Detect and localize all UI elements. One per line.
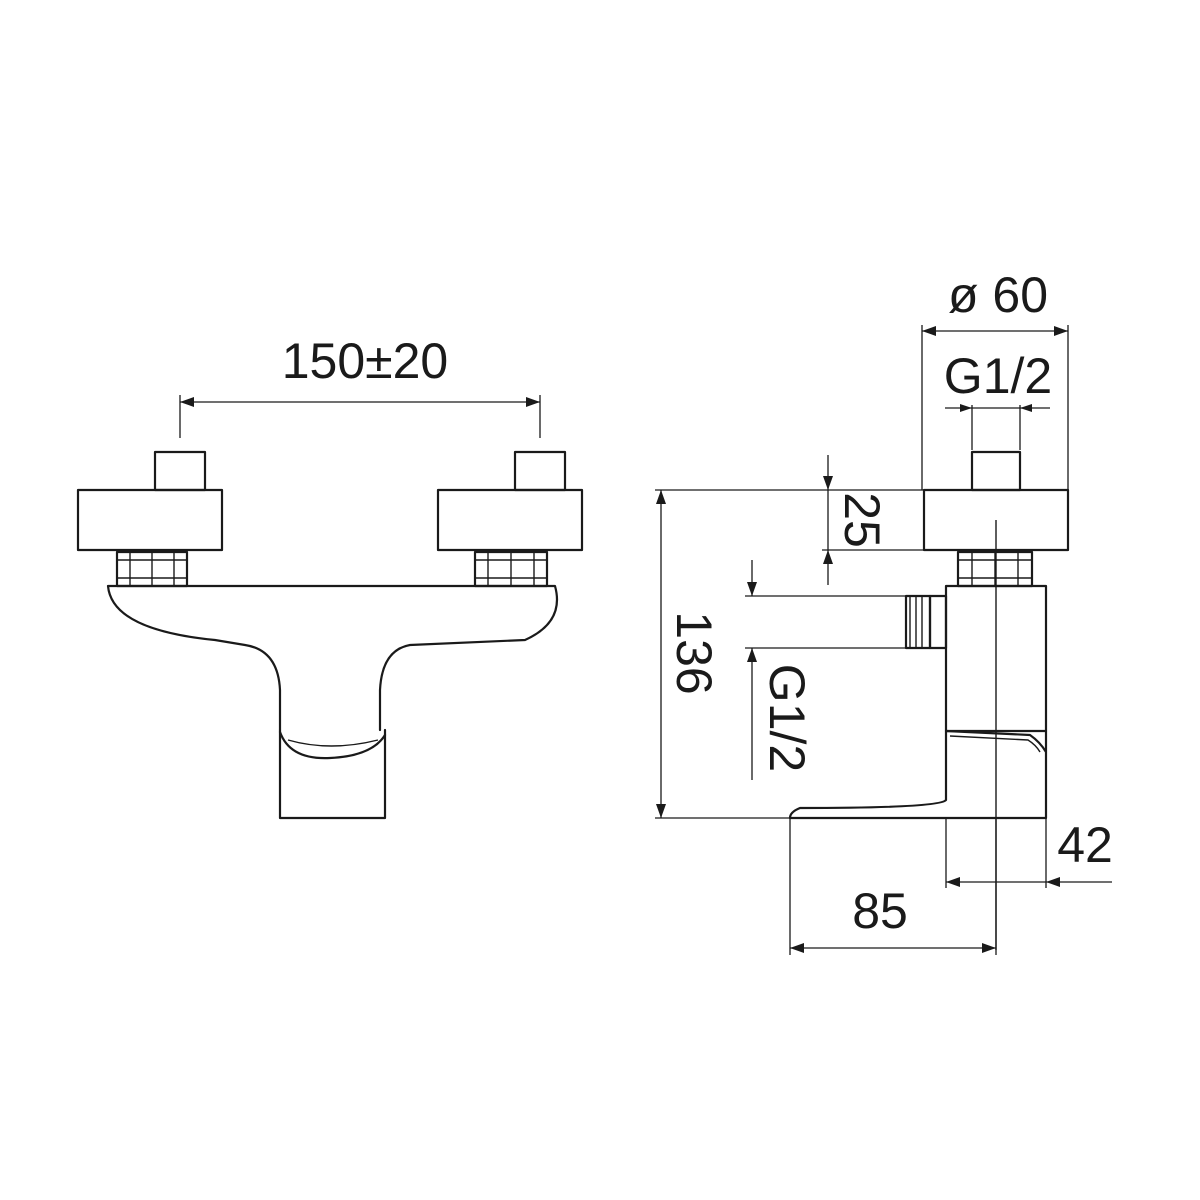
dimension-top-connection: G1/2 [944,348,1052,450]
label-wall-depth: 42 [1057,817,1113,873]
side-view: ø 60 G1/2 [655,267,1113,955]
label-center-distance: 150±20 [282,333,448,389]
side-body [944,584,1048,733]
front-view: 150±20 [76,333,584,820]
right-stem [513,450,567,492]
label-rosette-diameter: ø 60 [948,267,1048,323]
label-top-connection: G1/2 [944,348,1052,404]
spout [278,728,387,820]
dimension-wall-depth: 42 [945,817,1113,888]
label-side-connection: G1/2 [759,664,815,772]
side-stem [970,450,1022,492]
dimension-cap-height: 25 [822,455,924,585]
side-spout [788,729,1048,820]
label-spout-projection: 85 [852,883,908,939]
left-stem [153,450,207,492]
dimension-side-connection: G1/2 [745,560,906,780]
side-hex-nut [956,550,1034,588]
dimension-overall-height: 136 [655,489,924,819]
mixer-body [106,584,559,732]
side-inlet [904,594,948,650]
left-hex-nut [115,550,189,588]
side-spout-detail [949,735,1041,753]
label-cap-height: 25 [834,492,890,548]
right-handle [436,488,584,552]
dimension-center-distance: 150±20 [179,333,541,438]
left-handle [76,488,224,552]
dimension-spout-projection: 85 [789,818,997,955]
right-hex-nut [473,550,549,588]
dimension-rosette-diameter: ø 60 [921,267,1069,490]
label-overall-height: 136 [666,611,722,694]
